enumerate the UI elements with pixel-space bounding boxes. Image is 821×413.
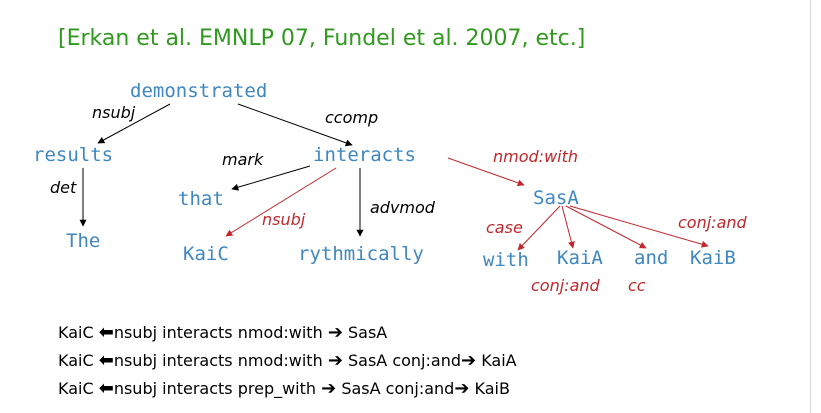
- path-node: KaiC: [58, 323, 94, 342]
- path-relation: nsubj interacts prep_with: [113, 379, 317, 398]
- edge-ccomp: [237, 103, 353, 147]
- path-node: KaiB: [474, 379, 510, 398]
- word-kaib: KaiB: [690, 247, 736, 269]
- path-node: KaiC: [58, 351, 94, 370]
- label-conj-and-right: conj:and: [678, 213, 747, 232]
- right-arrow-icon: ➔: [327, 350, 343, 371]
- word-and: and: [634, 247, 669, 269]
- label-nmod-with: nmod:with: [493, 147, 579, 166]
- left-arrow-icon: ⬅: [98, 350, 114, 371]
- label-case: case: [486, 218, 523, 237]
- path-node: SasA: [348, 323, 388, 342]
- label-ccomp: ccomp: [325, 108, 379, 127]
- edge-nsubj-red: [225, 167, 337, 237]
- edge-nsubj-top: [97, 103, 171, 144]
- label-advmod: advmod: [370, 198, 435, 217]
- word-rythmically: rythmically: [298, 243, 424, 265]
- right-arrow-icon: ➔: [454, 378, 470, 399]
- word-kaic: KaiC: [183, 243, 229, 265]
- label-nsubj-red: nsubj: [262, 210, 306, 229]
- word-demonstrated: demonstrated: [130, 80, 268, 102]
- right-arrow-icon: ➔: [321, 378, 337, 399]
- edge-case: [517, 205, 561, 251]
- edge-nmod-with: [447, 157, 525, 187]
- slide-edge-rule: [810, 0, 811, 413]
- path-line-1: KaiC ⬅nsubj interacts nmod:with ➔ SasA: [58, 322, 387, 343]
- left-arrow-icon: ⬅: [98, 322, 114, 343]
- edge-to-kaia: [561, 205, 575, 249]
- word-results: results: [33, 144, 114, 166]
- path-relation: SasA conj:and: [348, 351, 461, 370]
- path-node: KaiA: [481, 351, 517, 370]
- citation-line: [Erkan et al. EMNLP 07, Fundel et al. 20…: [58, 26, 586, 51]
- path-node: KaiC: [58, 379, 94, 398]
- path-line-3: KaiC ⬅nsubj interacts prep_with ➔ SasA c…: [58, 378, 510, 399]
- edge-mark: [231, 165, 311, 191]
- word-that: that: [178, 188, 224, 210]
- word-sasa: SasA: [533, 187, 579, 209]
- edge-conj-and-kaib: [569, 205, 709, 248]
- path-line-2: KaiC ⬅nsubj interacts nmod:with ➔ SasA c…: [58, 350, 517, 371]
- edge-cc: [565, 205, 647, 249]
- right-arrow-icon: ➔: [461, 350, 477, 371]
- left-arrow-icon: ⬅: [98, 378, 114, 399]
- word-interacts: interacts: [313, 144, 416, 166]
- word-the: The: [66, 230, 101, 252]
- path-relation: nsubj interacts nmod:with: [113, 351, 323, 370]
- right-arrow-icon: ➔: [327, 322, 343, 343]
- word-kaia: KaiA: [557, 247, 603, 269]
- label-cc: cc: [628, 276, 646, 295]
- path-relation: nsubj interacts nmod:with: [113, 323, 323, 342]
- label-conj-and-bottom: conj:and: [531, 276, 600, 295]
- path-relation: SasA conj:and: [341, 379, 455, 398]
- label-mark: mark: [222, 150, 264, 169]
- label-det: det: [50, 178, 77, 197]
- label-nsubj-top: nsubj: [92, 103, 136, 122]
- word-with: with: [483, 249, 529, 271]
